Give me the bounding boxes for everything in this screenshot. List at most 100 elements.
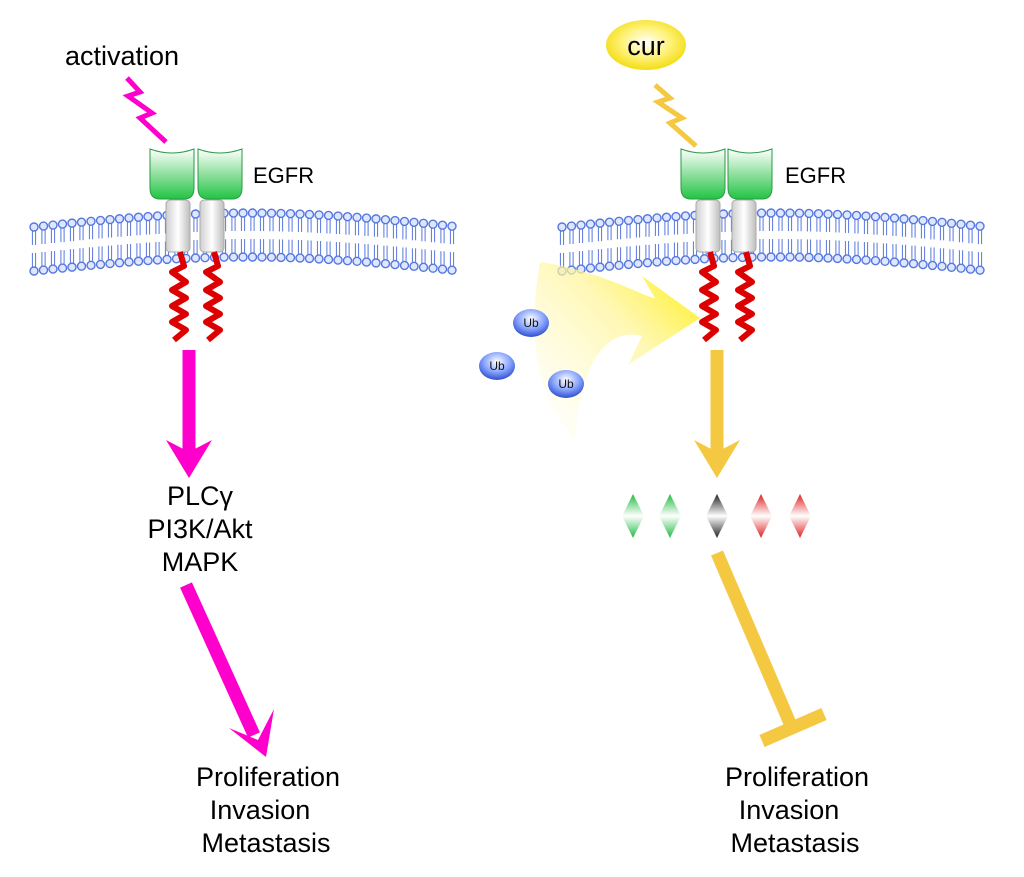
lipid-head-icon bbox=[861, 211, 871, 221]
lipid-head-icon bbox=[775, 252, 786, 262]
lipid-head-icon bbox=[428, 219, 438, 229]
lipid-head-icon bbox=[870, 211, 881, 222]
lipid-head-icon bbox=[633, 258, 643, 269]
lipid-head-icon bbox=[105, 214, 115, 225]
ubiquitin-ball-icon bbox=[548, 370, 584, 398]
lipid-head-icon bbox=[823, 209, 833, 219]
lipid-head-icon bbox=[143, 211, 153, 222]
egfr-dimer-left bbox=[149, 148, 243, 343]
left-panel: activation EGFR PLCγ PI3K/Akt MAPK Proli… bbox=[29, 41, 457, 858]
activation-arrowhead-2 bbox=[229, 709, 274, 757]
lipid-head-icon bbox=[304, 209, 315, 220]
lipid-head-icon bbox=[95, 259, 106, 270]
lipid-head-icon bbox=[880, 256, 890, 267]
lipid-head-icon bbox=[899, 214, 909, 224]
lipid-head-icon bbox=[965, 264, 976, 274]
activation-arrowhead bbox=[166, 440, 212, 478]
lipid-head-icon bbox=[67, 218, 77, 228]
lipid-head-icon bbox=[371, 214, 381, 224]
egfr-transmembrane-domain bbox=[731, 199, 757, 253]
lipid-head-icon bbox=[756, 252, 767, 262]
lipid-head-icon bbox=[314, 210, 324, 220]
lipid-head-icon bbox=[57, 263, 68, 273]
lipid-head-icon bbox=[576, 220, 586, 230]
curcumin-blob bbox=[606, 20, 686, 70]
lipid-head-icon bbox=[965, 220, 976, 230]
lipid-head-icon bbox=[642, 258, 653, 268]
lipid-head-icon bbox=[114, 258, 125, 268]
green-diamond-icon bbox=[622, 494, 644, 538]
lipid-head-icon bbox=[76, 261, 87, 271]
lipid-head-icon bbox=[680, 211, 691, 221]
lipid-head-icon bbox=[295, 209, 305, 219]
lipid-head-icon bbox=[918, 259, 928, 270]
lipid-head-icon bbox=[804, 208, 814, 219]
egfr-kinase-tail bbox=[699, 251, 719, 343]
lipid-head-icon bbox=[652, 213, 662, 223]
lipid-head-icon bbox=[937, 217, 947, 228]
t-bar-inhibition-icon bbox=[759, 708, 827, 747]
lipid-head-icon bbox=[418, 218, 429, 228]
lipid-head-icon bbox=[342, 211, 353, 222]
egfr-kinase-tail bbox=[735, 251, 755, 343]
membrane-left bbox=[29, 208, 457, 276]
lipid-head-icon bbox=[851, 254, 862, 265]
egfr-kinase-tail bbox=[169, 251, 189, 343]
lipid-head-icon bbox=[228, 252, 239, 262]
lipid-head-icon bbox=[371, 258, 381, 268]
activation-label: activation bbox=[65, 41, 179, 71]
lipid-head-icon bbox=[266, 252, 277, 262]
lipid-head-icon bbox=[361, 213, 372, 223]
lipid-head-icon bbox=[927, 260, 938, 271]
lipid-head-icon bbox=[728, 252, 738, 263]
ubiquitin-label: Ub bbox=[523, 316, 539, 330]
lipid-head-icon bbox=[585, 263, 596, 273]
lipid-head-icon bbox=[437, 264, 448, 274]
lipid-head-icon bbox=[190, 253, 201, 263]
lipid-head-icon bbox=[399, 260, 410, 271]
lipid-head-icon bbox=[238, 252, 248, 262]
lipid-head-icon bbox=[295, 253, 305, 263]
lipid-head-icon bbox=[832, 253, 843, 264]
lipid-head-icon bbox=[595, 262, 605, 272]
lipid-head-icon bbox=[228, 208, 239, 218]
lipid-head-icon bbox=[57, 219, 68, 229]
outcome-invasion-left: Invasion bbox=[210, 795, 311, 825]
lipid-head-icon bbox=[671, 255, 681, 266]
pathway-mapk: MAPK bbox=[162, 547, 239, 577]
lipid-head-icon bbox=[699, 254, 710, 264]
lipid-head-icon bbox=[832, 209, 843, 220]
lipid-head-icon bbox=[604, 217, 615, 227]
ubiquitin-group: Ub Ub Ub bbox=[479, 309, 584, 398]
lipid-head-icon bbox=[908, 258, 919, 269]
lipid-head-icon bbox=[680, 255, 691, 265]
lipid-head-icon bbox=[899, 258, 909, 268]
lipid-head-icon bbox=[614, 216, 624, 226]
lipid-head-icon bbox=[48, 264, 58, 274]
outcome-metastasis-right: Metastasis bbox=[730, 828, 859, 858]
lipid-head-icon bbox=[956, 263, 966, 273]
lipid-head-icon bbox=[861, 255, 871, 265]
black-diamond-icon bbox=[706, 494, 728, 538]
right-panel: cur EGFR Ub Ub Ub bbox=[479, 20, 985, 858]
lipid-head-icon bbox=[604, 261, 615, 271]
lipid-head-icon bbox=[642, 214, 653, 224]
lipid-head-icon bbox=[133, 256, 144, 266]
egfr-extracellular-domain bbox=[727, 148, 773, 200]
lipid-head-icon bbox=[975, 265, 985, 275]
lipid-head-icon bbox=[114, 214, 125, 224]
lipid-head-icon bbox=[956, 219, 966, 229]
lipid-head-icon bbox=[633, 214, 643, 225]
lipid-head-icon bbox=[766, 252, 776, 262]
lipid-head-icon bbox=[794, 252, 805, 262]
lipid-head-icon bbox=[842, 210, 852, 220]
egfr-label-right: EGFR bbox=[785, 163, 846, 188]
lipid-head-icon bbox=[247, 252, 258, 262]
egfr-transmembrane-domain bbox=[165, 199, 191, 253]
lipid-head-icon bbox=[623, 259, 634, 270]
lipid-head-icon bbox=[48, 220, 58, 230]
lipid-head-icon bbox=[380, 258, 391, 269]
lipid-head-icon bbox=[29, 266, 39, 276]
lipid-head-icon bbox=[143, 255, 153, 266]
